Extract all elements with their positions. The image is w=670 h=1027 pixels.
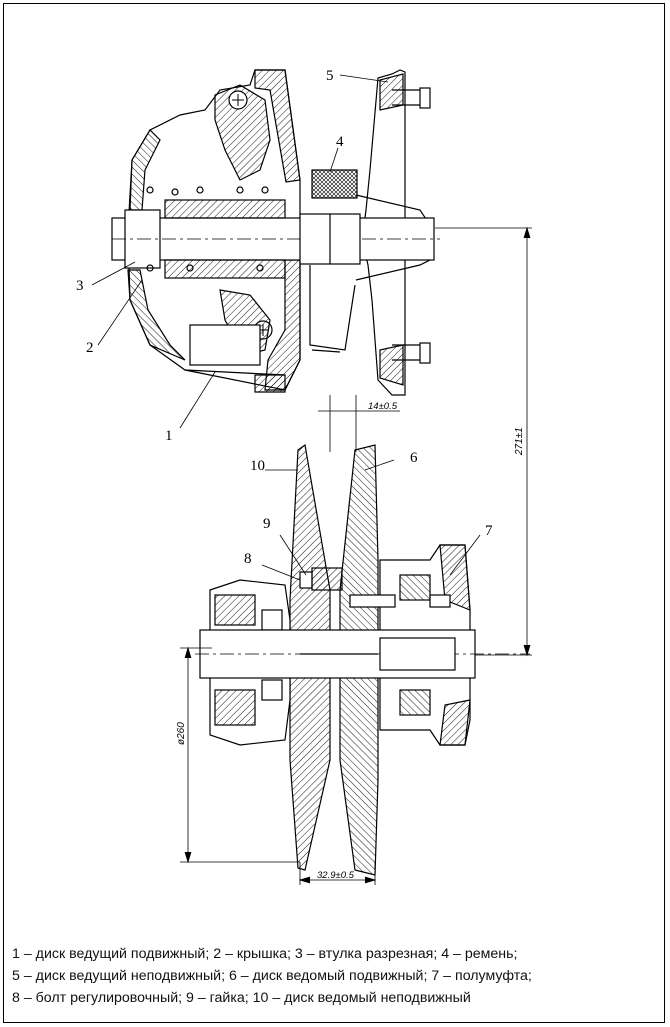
caption-line-1: 1 – диск ведущий подвижный; 2 – крышка; … <box>12 946 518 962</box>
callout-4: 4 <box>336 134 344 150</box>
dimension-center-distance: 271±1 <box>514 427 525 456</box>
callout-3: 3 <box>76 278 84 294</box>
dimension-gap: 14±0.5 <box>368 401 398 412</box>
callout-6: 6 <box>410 450 418 466</box>
callout-10: 10 <box>250 458 265 474</box>
dimension-lines <box>180 226 532 885</box>
drawing-frame <box>3 3 665 1023</box>
caption-line-2: 5 – диск ведущий неподвижный; 6 – диск в… <box>12 968 532 984</box>
callout-9: 9 <box>263 516 271 532</box>
dimension-diameter: ø260 <box>176 722 187 745</box>
driven-pulley <box>195 443 530 876</box>
top-leaders <box>91 74 389 429</box>
callout-8: 8 <box>244 551 252 567</box>
belt <box>311 169 358 199</box>
caption-line-3: 8 – болт регулировочный; 9 – гайка; 10 –… <box>12 990 471 1006</box>
callout-2: 2 <box>86 340 94 356</box>
callout-1: 1 <box>165 428 173 444</box>
callout-7: 7 <box>485 523 493 539</box>
callout-5: 5 <box>326 68 334 84</box>
drive-pulley <box>111 69 440 396</box>
dimension-width: 32.9±0.5 <box>317 870 355 881</box>
